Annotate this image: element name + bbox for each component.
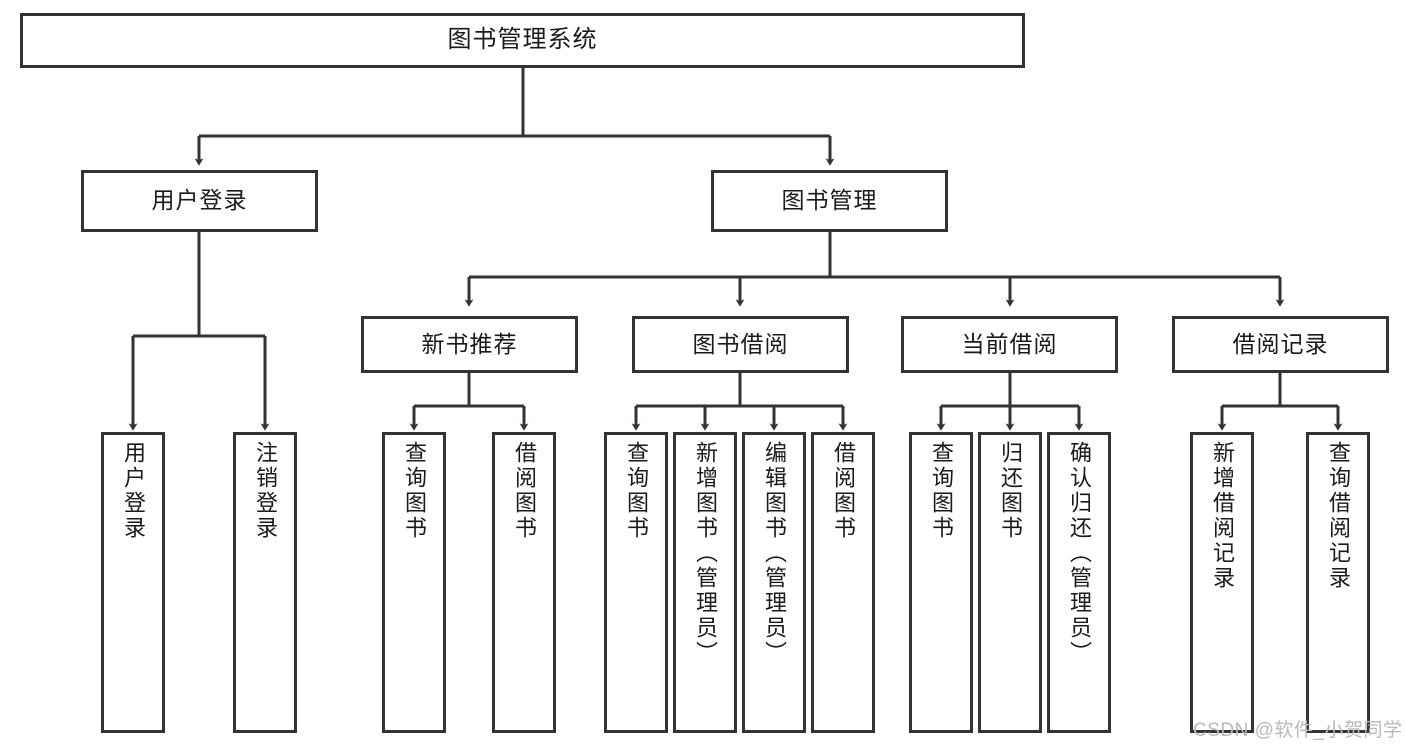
node-root-book-management-system[interactable]: 图书管理系统 <box>20 13 1025 68</box>
node-leaf-query-book-2-label: 查询图书 <box>624 441 649 541</box>
node-leaf-query-book-1[interactable]: 查询图书 <box>382 432 446 733</box>
node-current-borrow[interactable]: 当前借阅 <box>901 316 1118 373</box>
node-leaf-add-book-label: 新增图书（管理员） <box>693 441 718 666</box>
node-leaf-borrow-book-1-label: 借阅图书 <box>512 441 537 541</box>
node-user-login-label: 用户登录 <box>151 187 248 214</box>
node-leaf-return-book[interactable]: 归还图书 <box>978 432 1042 733</box>
node-user-login[interactable]: 用户登录 <box>81 170 318 232</box>
node-leaf-logout[interactable]: 注销登录 <box>233 432 297 733</box>
node-book-borrow[interactable]: 图书借阅 <box>632 316 849 373</box>
node-leaf-add-record-label: 新增借阅记录 <box>1210 441 1235 591</box>
node-leaf-user-login[interactable]: 用户登录 <box>101 432 165 733</box>
node-leaf-borrow-book-1[interactable]: 借阅图书 <box>492 432 556 733</box>
watermark-text: CSDN @软件_小贺同学 <box>1193 720 1403 741</box>
node-leaf-logout-label: 注销登录 <box>253 441 278 541</box>
node-leaf-add-record[interactable]: 新增借阅记录 <box>1190 432 1254 733</box>
node-new-book-recommend-label: 新书推荐 <box>421 330 518 357</box>
node-current-borrow-label: 当前借阅 <box>961 330 1058 357</box>
node-leaf-edit-book-label: 编辑图书（管理员） <box>762 441 787 666</box>
node-leaf-add-book[interactable]: 新增图书（管理员） <box>673 432 737 733</box>
node-leaf-borrow-book-2-label: 借阅图书 <box>831 441 856 541</box>
node-leaf-query-book-3-label: 查询图书 <box>929 441 954 541</box>
node-book-management-label: 图书管理 <box>781 187 878 214</box>
node-leaf-query-record[interactable]: 查询借阅记录 <box>1306 432 1370 733</box>
node-leaf-query-record-label: 查询借阅记录 <box>1326 441 1351 591</box>
node-leaf-confirm-return-label: 确认归还（管理员） <box>1067 441 1092 666</box>
node-borrow-record[interactable]: 借阅记录 <box>1172 316 1389 373</box>
node-leaf-return-book-label: 归还图书 <box>998 441 1023 541</box>
node-leaf-query-book-1-label: 查询图书 <box>402 441 427 541</box>
node-borrow-record-label: 借阅记录 <box>1232 330 1329 357</box>
node-book-management[interactable]: 图书管理 <box>711 170 948 232</box>
node-leaf-query-book-3[interactable]: 查询图书 <box>909 432 973 733</box>
node-book-borrow-label: 图书借阅 <box>692 330 789 357</box>
node-leaf-query-book-2[interactable]: 查询图书 <box>604 432 668 733</box>
node-leaf-edit-book[interactable]: 编辑图书（管理员） <box>742 432 806 733</box>
node-leaf-borrow-book-2[interactable]: 借阅图书 <box>811 432 875 733</box>
node-leaf-user-login-label: 用户登录 <box>121 441 146 541</box>
node-root-label: 图书管理系统 <box>447 26 598 54</box>
node-new-book-recommend[interactable]: 新书推荐 <box>361 316 578 373</box>
node-leaf-confirm-return[interactable]: 确认归还（管理员） <box>1047 432 1111 733</box>
